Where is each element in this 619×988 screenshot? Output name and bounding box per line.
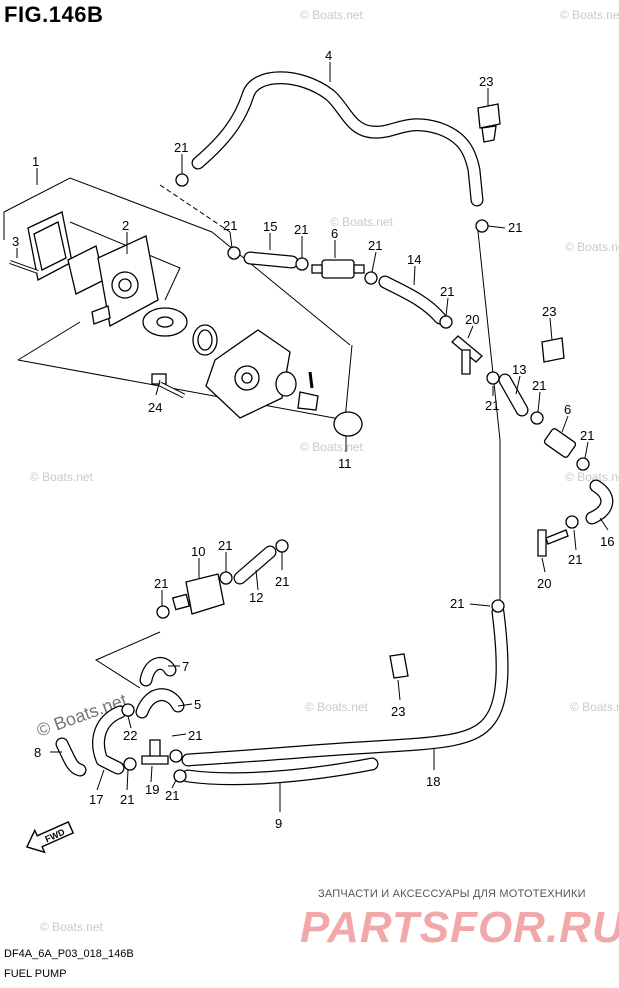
pump-gasket-plates [27,211,159,328]
callout-8: 8 [34,745,41,760]
hose-14 [378,275,447,325]
callout-21-l: 21 [218,538,232,553]
bolt-24-part [151,373,186,399]
callout-10: 10 [191,544,205,559]
hose-13 [498,373,529,417]
t-joint-20-upper [451,335,483,375]
callout-21-q: 21 [165,788,179,803]
hose-12 [233,545,277,585]
callout-20-lower: 20 [537,576,551,591]
t-joint-20-lower [537,529,569,557]
callout-21-h: 21 [485,398,499,413]
callout-15: 15 [263,219,277,234]
callout-23-top: 23 [479,74,493,89]
fuel-filter-6-upper [311,259,365,279]
bolt-part [9,260,39,274]
callout-21-k: 21 [450,596,464,611]
callout-24: 24 [148,400,162,415]
callout-16: 16 [600,534,614,549]
callout-6-right: 6 [564,402,571,417]
figure-caption: FUEL PUMP [4,968,67,980]
callout-23-lower: 23 [391,704,405,719]
hose-18 [181,221,509,767]
callout-21-i: 21 [580,428,594,443]
callout-11: 11 [338,456,352,471]
clip-23-right [541,337,565,363]
callout-21-n: 21 [154,576,168,591]
callout-3: 3 [12,234,19,249]
callout-6-upper: 6 [331,226,338,241]
callout-21-d: 21 [368,238,382,253]
joint-19 [141,739,169,765]
callout-23-right: 23 [542,304,556,319]
callout-17: 17 [89,792,103,807]
hose-16 [585,479,614,525]
callout-21-o: 21 [188,728,202,743]
figure-title: FIG.146B [4,2,104,27]
callout-9: 9 [275,816,282,831]
fuel-filter-10 [171,573,225,615]
callout-21-j: 21 [568,552,582,567]
fwd-arrow: FWD [25,821,75,854]
callout-21-p: 21 [120,792,134,807]
brand-tagline: ЗАПЧАСТИ И АКСЕССУАРЫ ДЛЯ МОТОТЕХНИКИ [318,888,586,900]
callout-21-f: 21 [440,284,454,299]
callout-21-a: 21 [174,140,188,155]
hose-5 [135,688,185,719]
hose-clips-21 [121,173,590,783]
callout-2: 2 [122,218,129,233]
callout-21-g: 21 [532,378,546,393]
pump-diaphragm-body [142,307,319,419]
leader-lines [16,62,609,812]
callout-19: 19 [145,782,159,797]
callout-21-c: 21 [294,222,308,237]
callout-21-e: 21 [508,220,522,235]
callout-21-b: 21 [223,218,237,233]
hose-4 [191,71,484,207]
callout-13: 13 [512,362,526,377]
hose-15 [243,251,299,269]
figure-code: DF4A_6A_P03_018_146B [4,948,134,960]
callout-5: 5 [194,697,201,712]
callout-4: 4 [325,48,332,63]
hose-7 [139,657,177,687]
fuel-filter-6-right [543,428,577,458]
hose-8 [55,737,87,777]
lower-assembly-frame [94,631,161,689]
callout-20-upper: 20 [465,312,479,327]
callout-14: 14 [407,252,421,267]
brand-logo: PARTSFOR.RU [300,903,619,952]
o-ring-part [333,411,363,437]
callout-22: 22 [123,728,137,743]
clip-23-lower [389,653,409,679]
clip-23-top [477,103,501,143]
callout-7: 7 [182,659,189,674]
callout-21-m: 21 [275,574,289,589]
hose-9 [181,757,379,786]
callout-18: 18 [426,774,440,789]
callout-1: 1 [32,154,39,169]
callout-labels: 1 2 3 4 23 21 21 15 21 6 21 14 21 21 20 … [12,48,614,831]
hose-17 [92,705,127,775]
callout-12: 12 [249,590,263,605]
